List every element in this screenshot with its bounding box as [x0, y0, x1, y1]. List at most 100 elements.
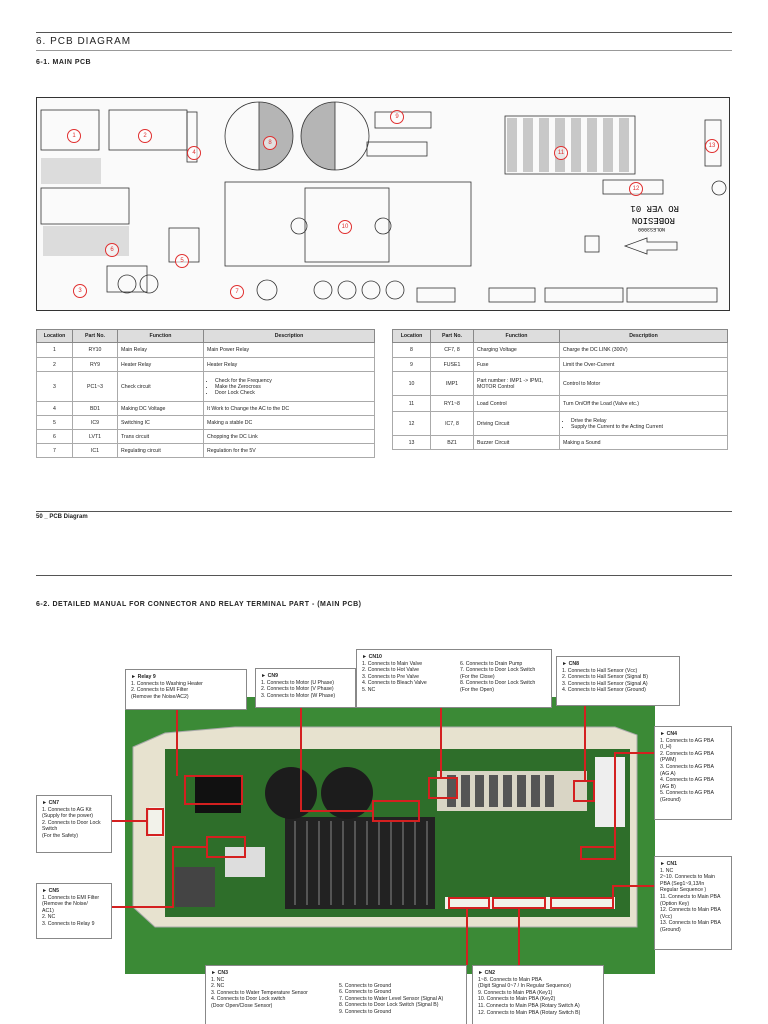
leader-cn4-v	[614, 752, 616, 848]
cell-description: Turn On/Off the Load (Valve etc.)	[559, 395, 728, 412]
cell-location: 6	[36, 429, 73, 444]
cell-part: BZ1	[430, 435, 474, 450]
cell-part: LVT1	[72, 429, 118, 444]
marker-1: 1	[67, 129, 81, 143]
cell-function: Load Control	[473, 395, 560, 412]
marker-5: 5	[175, 254, 189, 268]
callout-item: 1. Connects to AG Kit	[42, 806, 92, 813]
callout-item: 2. Connects to Hot Valve	[362, 667, 419, 674]
callout-title: ► CN7	[42, 800, 59, 806]
cell-description: Regulation for the 5V	[203, 443, 375, 458]
callout-item: 4. Connects to Hall Sensor (Ground)	[562, 687, 646, 694]
cell-function: Fuse	[473, 357, 560, 372]
callout-title: ► CN8	[562, 661, 579, 667]
callout-item: 1. Connects to Washing Heater	[131, 680, 203, 687]
th-description: Description	[559, 329, 728, 343]
table-row: 7 IC1 Regulating circuit Regulation for …	[36, 443, 375, 458]
pcb-sub-text: NOLES3000	[638, 226, 665, 232]
callout-item: 9. Connects to Ground	[339, 1008, 392, 1015]
leader-cn7	[112, 820, 148, 822]
cell-location: 4	[36, 401, 73, 416]
callout-item: (Vcc)	[660, 913, 673, 920]
callout-item: 3. Connects to AG PBA	[660, 763, 714, 770]
th-location: Location	[392, 329, 431, 343]
cell-part: CF7, 8	[430, 342, 474, 358]
callout-item: 4. Connects to Bleach Valve	[362, 680, 427, 687]
callout-item: Switch	[42, 826, 58, 833]
cell-part: RY1~8	[430, 395, 474, 412]
callout-title: ► CN1	[660, 861, 677, 867]
callout-item: 11. Connects to Main PBA	[660, 893, 721, 900]
cell-part: RY9	[72, 357, 118, 372]
callout-item: 3. Connects to Relay 9	[42, 920, 95, 927]
callout-cn2: ► CN2 1~8. Connects to Main PBA (Digit S…	[472, 965, 604, 1024]
desc-bullet: Make the Zerocross	[215, 384, 371, 390]
callout-item: (Ground)	[660, 926, 681, 933]
section-title: 6. PCB DIAGRAM	[36, 36, 132, 47]
title-rule	[36, 50, 732, 51]
cell-function: Heater Relay	[117, 357, 204, 372]
page-footer: 50 _ PCB Diagram	[36, 514, 88, 520]
leader-relay9	[176, 710, 178, 776]
callout-item: 1. NC	[660, 867, 674, 874]
cell-description: Making a Sound	[559, 435, 728, 450]
cell-part: PC1~3	[72, 371, 118, 402]
cell-location: 2	[36, 357, 73, 372]
cell-function: Making DC Voltage	[117, 401, 204, 416]
table-row: 11 RY1~8 Load Control Turn On/Off the Lo…	[392, 395, 728, 412]
cell-description: Limit the Over-Current	[559, 357, 728, 372]
cell-location: 11	[392, 395, 431, 412]
desc-bullet: Supply the Current to the Acting Current	[571, 424, 724, 430]
callout-item: 12. Connects to Main PBA (Rotary Switch …	[478, 1009, 581, 1016]
callout-item: 1~8. Connects to Main PBA	[478, 976, 542, 983]
table-row: 10 IMP1 Part number : IMP1 -> IPM1, MOTO…	[392, 371, 728, 396]
location-table-left: Location Part No. Function Description 1…	[36, 329, 375, 458]
highlight-relay9	[184, 775, 243, 805]
footer-rule	[36, 511, 732, 512]
highlight-cn1	[550, 897, 614, 909]
callout-item: 1. Connects to Motor (U Phase)	[261, 679, 334, 686]
desc-bullet: Drive the Relay	[571, 418, 724, 424]
marker-11: 11	[554, 146, 568, 160]
callout-item: (AG B)	[660, 783, 676, 790]
cell-description: Charge the DC LINK (300V)	[559, 342, 728, 358]
cell-description: Main Power Relay	[203, 342, 375, 358]
callout-item: (For the Close)	[460, 673, 495, 680]
cell-location: 5	[36, 415, 73, 430]
callout-item: (Option Key)	[660, 900, 690, 907]
table-row: 12 IC7, 8 Driving Circuit Drive the Rela…	[392, 411, 728, 436]
marker-7: 7	[230, 285, 244, 299]
marker-4: 4	[187, 146, 201, 160]
cell-function: Buzzer Circuit	[473, 435, 560, 450]
leader-cn1	[612, 885, 654, 887]
cell-part: IC9	[72, 415, 118, 430]
cell-location: 3	[36, 371, 73, 402]
callout-title: ► CN2	[478, 970, 495, 976]
cell-description: It Work to Change the AC to the DC	[203, 401, 375, 416]
table-row: 5 IC9 Switching IC Making a stable DC	[36, 415, 375, 430]
subsection-connector: 6-2. DETAILED MANUAL FOR CONNECTOR AND R…	[36, 601, 362, 608]
leader-cn9	[300, 708, 302, 812]
callout-item: 12. Connects to Main PBA	[660, 907, 721, 914]
callout-title: ► CN5	[42, 888, 59, 894]
cell-part: IC7, 8	[430, 411, 474, 436]
marker-10: 10	[338, 220, 352, 234]
marker-12: 12	[629, 182, 643, 196]
cell-part: FUSE1	[430, 357, 474, 372]
callout-item: 7. Connects to Door Lock Switch	[460, 667, 536, 674]
marker-8: 8	[263, 136, 277, 150]
leader-cn3	[466, 909, 468, 965]
callout-title: ► CN4	[660, 731, 677, 737]
leader-cn5-v	[172, 846, 174, 908]
callout-cn5: ► CN5 1. Connects to EMI Filter (Remove …	[36, 883, 112, 939]
leader-cn5-h	[172, 846, 208, 848]
highlight-cn5	[206, 836, 246, 858]
callout-item: 8. Connects to Door Lock Switch	[460, 680, 536, 687]
callout-cn7: ► CN7 1. Connects to AG Kit (Supply for …	[36, 795, 112, 853]
subsection-main-pcb: 6-1. MAIN PCB	[36, 59, 92, 66]
callout-item: (For the Safety)	[42, 832, 79, 839]
callout-item: 11. Connects to Main PBA (Rotary Switch …	[478, 1002, 580, 1009]
leader-cn9-h	[300, 810, 374, 812]
callout-relay9: ► Relay 9 1. Connects to Washing Heater …	[125, 669, 247, 710]
cell-function: Charging Voltage	[473, 342, 560, 358]
